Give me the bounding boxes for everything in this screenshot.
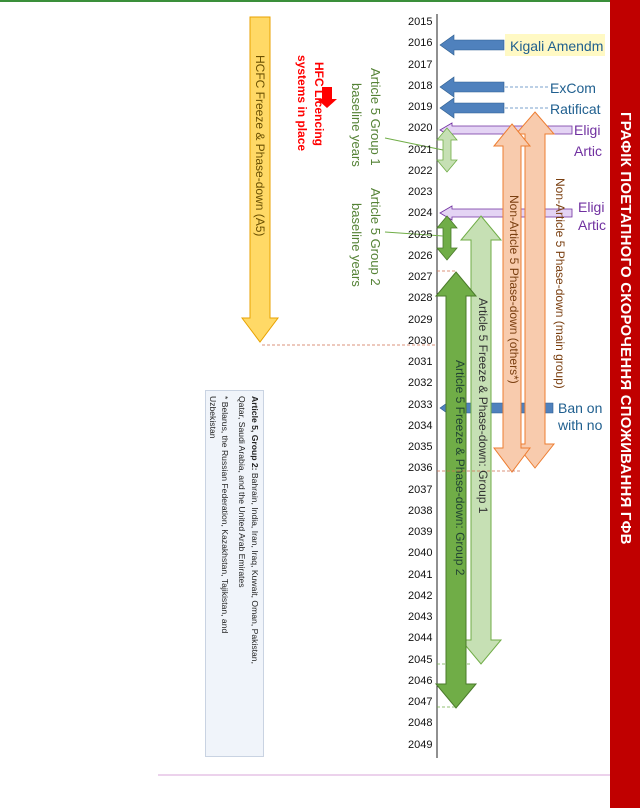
- year-label: 2036: [408, 462, 433, 475]
- title-banner: ГРАФІК ПОЕТАПНОГО СКОРОЧЕННЯ СПОЖИВАННЯ …: [610, 0, 640, 808]
- eligibility-label-2b: Artic: [578, 217, 606, 233]
- g2-baseline-arrow: [436, 215, 458, 261]
- note-group2-text: Bahrain, India, Iran, Iraq, Kuwait, Oman…: [250, 470, 260, 664]
- g2-baseline-label-2: baseline years: [349, 203, 364, 287]
- year-label: 2035: [408, 441, 433, 453]
- year-label: 2033: [408, 398, 433, 411]
- year-label: 2018: [408, 79, 433, 92]
- year-label: 2044: [408, 632, 433, 645]
- a5-group2-label: Article 5 Freeze & Phase-down: Group 2: [453, 360, 467, 576]
- year-label: 2039: [408, 526, 433, 538]
- g2-baseline-label-1: Article 5 Group 2: [368, 188, 383, 286]
- note-group2-head: Article 5, Group 2:: [250, 396, 260, 471]
- hcfc-label: HCFC Freeze & Phase-down (A5): [253, 55, 267, 237]
- banner-title: ГРАФІК ПОЕТАПНОГО СКОРОЧЕННЯ СПОЖИВАННЯ …: [617, 112, 634, 545]
- note-box: Article 5, Group 2: Bahrain, India, Iran…: [205, 390, 264, 757]
- hfc-licencing-label-1: HFC Licencing: [312, 62, 326, 147]
- hfc-licencing-label-2: systems in place: [295, 55, 309, 152]
- year-label: 2047: [408, 696, 433, 708]
- note-line-3: * Belarus, the Russian Federation, Kazak…: [220, 396, 230, 634]
- kigali-highlight: [505, 34, 605, 56]
- year-label: 2040: [408, 547, 433, 560]
- kigali-label: Kigali Amendm: [510, 38, 604, 54]
- g1-baseline-label-2: baseline years: [349, 83, 364, 167]
- year-label: 2028: [408, 292, 433, 305]
- non-a5-main-label: Non-Article 5 Phase-down (main group): [553, 178, 567, 389]
- year-label: 2027: [408, 271, 433, 283]
- year-label: 2041: [408, 568, 433, 581]
- year-label: 2023: [408, 186, 433, 198]
- note-line-1: Article 5, Group 2: Bahrain, India, Iran…: [249, 396, 260, 664]
- kigali-arrow: [439, 34, 505, 56]
- year-label: 2029: [408, 313, 433, 326]
- g1-baseline-pointer: [384, 137, 444, 151]
- non-a5-others-label: Non-Article 5 Phase-down (others*): [507, 195, 521, 384]
- a5-group2-arrow: [434, 271, 478, 709]
- year-label: 2043: [408, 611, 433, 623]
- year-label: 2022: [408, 164, 433, 177]
- year-label: 2048: [408, 717, 433, 730]
- year-label: 2025: [408, 228, 433, 241]
- ban-label-2: with no: [558, 417, 603, 433]
- year-label: 2032: [408, 377, 433, 390]
- eligibility-label-1a: Eligi: [574, 122, 601, 138]
- a5-group1-label: Article 5 Freeze & Phase-down: Group 1: [476, 298, 490, 514]
- hfc-licencing-arrow: [317, 87, 337, 108]
- year-label: 2038: [408, 504, 433, 517]
- g2-baseline-pointer: [384, 231, 444, 237]
- year-label: 2015: [408, 16, 433, 28]
- year-label: 2034: [408, 419, 433, 432]
- non-a5-others-arrow: [492, 123, 532, 473]
- eligibility-label-1b: Artic: [574, 143, 602, 159]
- year-label: 2031: [408, 356, 433, 368]
- year-label: 2016: [408, 37, 433, 50]
- ratification-arrow: [439, 97, 505, 119]
- a5-group1-arrow: [459, 215, 503, 665]
- hcfc-arrow: [241, 16, 279, 343]
- ban-label-1: Ban on: [558, 400, 603, 416]
- g1-baseline-label-1: Article 5 Group 1: [368, 68, 383, 166]
- year-label: 2049: [408, 738, 433, 751]
- ratification-label: Ratificat: [550, 101, 601, 117]
- non-a5-main-arrow: [514, 111, 556, 469]
- eligibility-label-2a: Eligi: [578, 199, 605, 215]
- g1-baseline-arrow: [436, 127, 458, 173]
- year-label: 2030: [408, 334, 433, 347]
- year-label: 2042: [408, 589, 433, 602]
- excom-label: ExCom: [550, 80, 596, 96]
- year-label: 2045: [408, 653, 433, 666]
- year-label: 2024: [408, 207, 433, 220]
- year-label: 2037: [408, 483, 433, 496]
- note-line-4: Uzbekistan: [208, 396, 218, 439]
- excom-arrow: [439, 76, 505, 98]
- note-line-2: Qatar, Saudi Arabia, and the United Arab…: [237, 396, 247, 588]
- year-label: 2020: [408, 122, 433, 135]
- year-label: 2017: [408, 58, 433, 71]
- year-label: 2046: [408, 674, 433, 687]
- year-label: 2021: [408, 143, 433, 156]
- year-label: 2019: [408, 101, 433, 113]
- year-label: 2026: [408, 249, 433, 262]
